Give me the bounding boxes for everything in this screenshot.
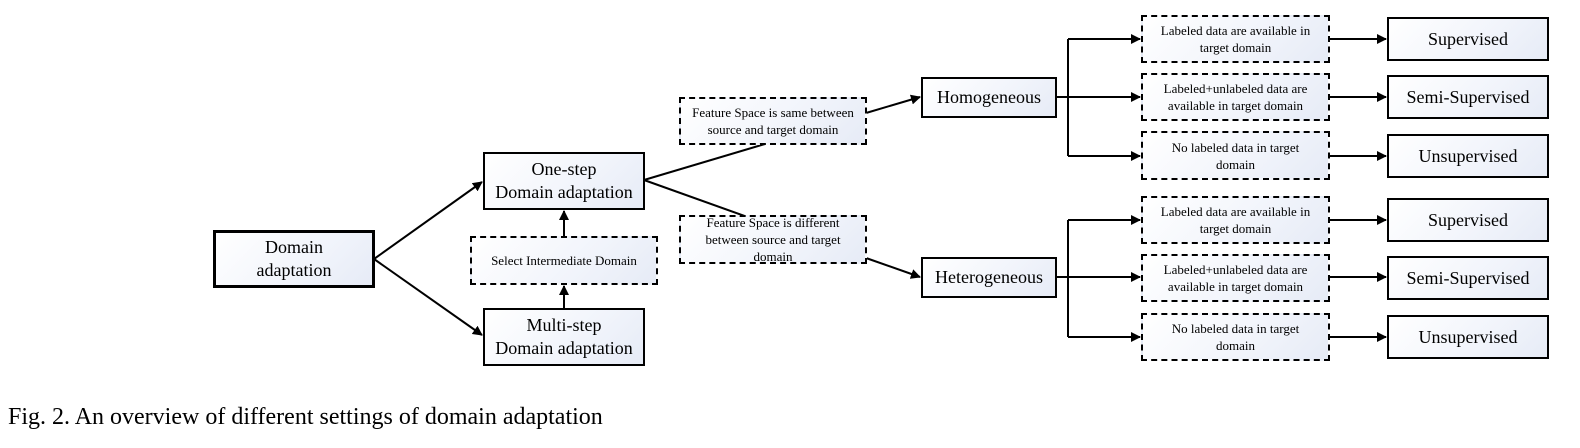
homogeneous-box: Homogeneous [921, 77, 1057, 118]
homo-condition-labeled-unlabeled-box: Labeled+unlabeled data are available in … [1141, 73, 1330, 121]
homo-supervised-box: Supervised [1387, 17, 1549, 61]
hetero-supervised-box: Supervised [1387, 198, 1549, 242]
domain-adaptation-diagram: Domain adaptation One-step Domain adapta… [213, 15, 1549, 366]
hetero-semi-supervised-box: Semi-Supervised [1387, 256, 1549, 300]
line-one-step-to-feature-same [643, 143, 766, 181]
select-intermediate-domain-box: Select Intermediate Domain [470, 236, 658, 285]
one-step-box: One-step Domain adaptation [483, 152, 645, 210]
homo-condition-labeled-box: Labeled data are available in target dom… [1141, 15, 1330, 63]
heterogeneous-box: Heterogeneous [921, 257, 1057, 298]
arrow-root-to-multi-step [373, 258, 483, 336]
multi-step-box: Multi-step Domain adaptation [483, 308, 645, 366]
figure-caption: Fig. 2. An overview of different setting… [8, 404, 603, 430]
hetero-condition-labeled-unlabeled-box: Labeled+unlabeled data are available in … [1141, 254, 1330, 302]
feature-space-different-box: Feature Space is different between sourc… [679, 215, 867, 264]
arrow-feature-different-to-heterogeneous [865, 257, 921, 279]
feature-space-same-box: Feature Space is same between source and… [679, 97, 867, 145]
domain-adaptation-box: Domain adaptation [213, 230, 375, 288]
arrow-root-to-one-step [373, 181, 483, 260]
homo-semi-supervised-box: Semi-Supervised [1387, 75, 1549, 119]
hetero-condition-labeled-box: Labeled data are available in target dom… [1141, 196, 1330, 244]
hetero-condition-no-labeled-box: No labeled data in target domain [1141, 313, 1330, 361]
connector-lines [373, 34, 1387, 342]
homo-unsupervised-box: Unsupervised [1387, 134, 1549, 178]
arrow-feature-same-to-homogeneous [865, 94, 921, 114]
hetero-unsupervised-box: Unsupervised [1387, 315, 1549, 359]
homo-condition-no-labeled-box: No labeled data in target domain [1141, 131, 1330, 180]
